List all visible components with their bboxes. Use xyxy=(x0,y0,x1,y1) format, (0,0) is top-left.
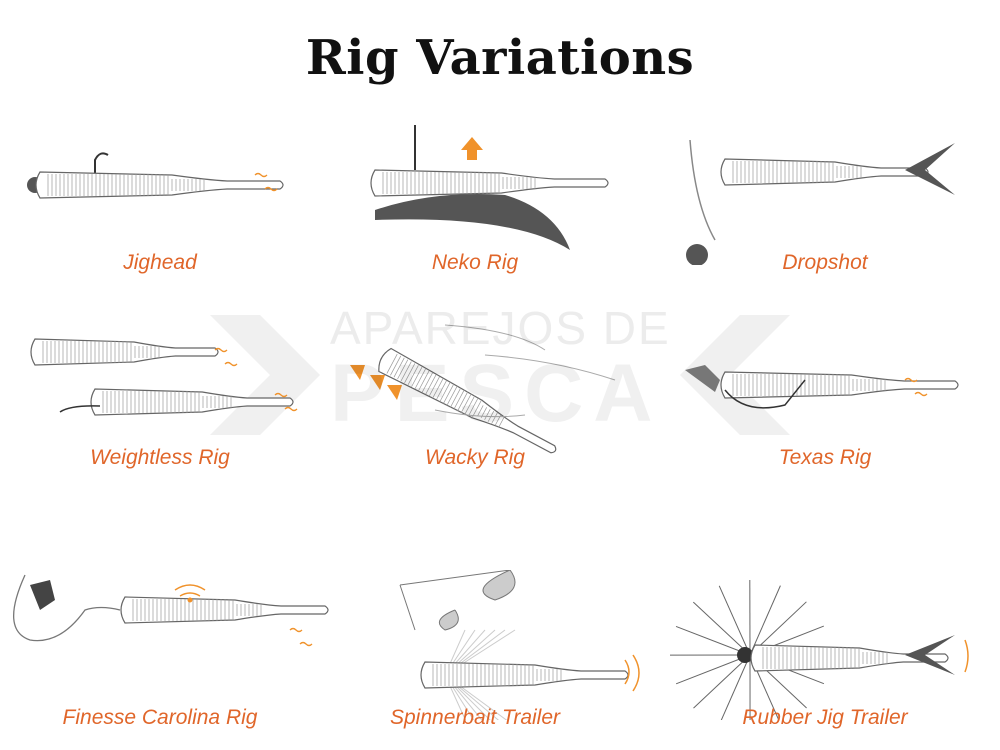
weightless-rig-illustration xyxy=(30,338,298,416)
rig-label: Rubber Jig Trailer xyxy=(742,706,908,729)
wacky-rig-illustration xyxy=(350,324,616,454)
rig-card: Jighead xyxy=(0,115,320,275)
texas-rig-illustration xyxy=(685,365,959,409)
rig-card: Wacky Rig xyxy=(315,320,635,470)
rig-label: Weightless Rig xyxy=(90,446,230,469)
rig-card: Texas Rig xyxy=(665,320,985,470)
spinnerbait-trailer-illustration xyxy=(399,570,640,720)
rig-label: Spinnerbait Trailer xyxy=(389,706,561,729)
jighead-rig-illustration xyxy=(27,152,284,199)
rig-card: Rubber Jig Trailer xyxy=(665,570,985,730)
rig-card: Dropshot xyxy=(665,115,985,275)
page-title: Rig Variations xyxy=(305,30,695,86)
rig-label: Finesse Carolina Rig xyxy=(62,706,258,729)
rig-card: Neko Rig xyxy=(315,115,635,275)
rig-card: Spinnerbait Trailer xyxy=(315,570,640,730)
rig-card: Finesse Carolina Rig xyxy=(0,570,329,730)
rig-label: Jighead xyxy=(123,251,197,274)
rig-label: Texas Rig xyxy=(778,446,872,469)
rubber-jig-trailer-illustration xyxy=(669,579,969,720)
neko-rig-illustration xyxy=(370,125,609,250)
rig-label: Neko Rig xyxy=(431,251,519,274)
finesse-carolina-rig-illustration xyxy=(13,574,329,647)
rig-card: Weightless Rig xyxy=(0,320,320,470)
dropshot-rig-illustration xyxy=(686,139,955,265)
rig-label: Wacky Rig xyxy=(425,446,525,469)
rig-label: Dropshot xyxy=(782,251,868,274)
